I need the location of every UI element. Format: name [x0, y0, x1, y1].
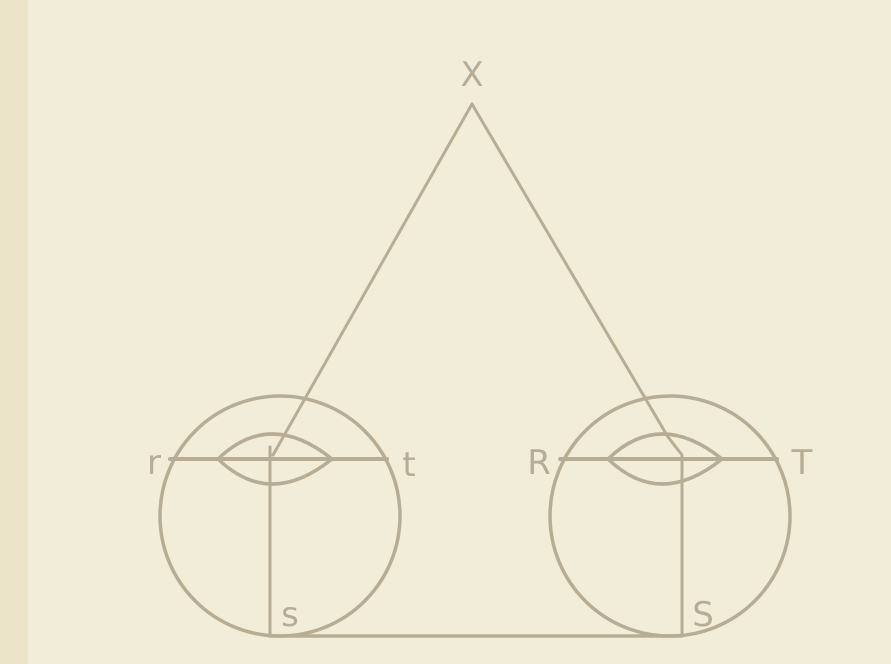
label-x: X — [460, 55, 483, 95]
label-r-lower: r — [147, 443, 161, 483]
left-sight-line — [271, 102, 474, 457]
right-eye-lens — [606, 432, 724, 486]
label-s-upper: S — [692, 595, 714, 635]
left-eye-circle — [158, 394, 402, 638]
page-margin-strip — [0, 0, 28, 664]
label-s-lower: s — [281, 595, 299, 635]
right-eye-circle — [548, 394, 792, 638]
left-eye-lens — [216, 432, 334, 486]
right-eye-vertical-axis — [666, 435, 684, 638]
label-t-upper: T — [791, 443, 813, 483]
label-t-lower: t — [402, 445, 415, 485]
right-sight-line — [470, 102, 670, 439]
label-r-upper: R — [527, 443, 551, 483]
